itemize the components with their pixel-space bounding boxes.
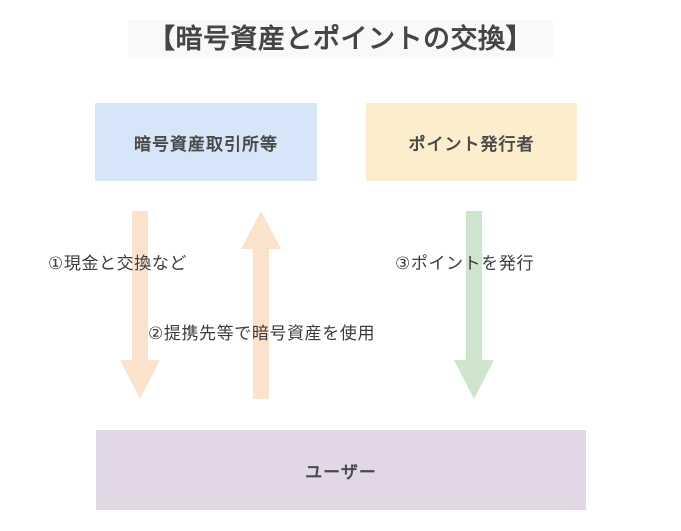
- arrow-up-use-crypto: [238, 211, 284, 399]
- node-crypto-exchange: 暗号資産取引所等: [95, 103, 317, 181]
- node-user: ユーザー: [96, 430, 586, 510]
- node-point-issuer: ポイント発行者: [366, 103, 577, 181]
- node-crypto-exchange-label: 暗号資産取引所等: [134, 134, 278, 154]
- node-point-issuer-label: ポイント発行者: [408, 134, 535, 154]
- arrow-down-issue-points: [452, 211, 496, 399]
- arrow-down-cash-exchange: [118, 211, 162, 399]
- flow-label-issue-points: ③ポイントを発行: [395, 254, 535, 273]
- flow-label-use-crypto: ②提携先等で暗号資産を使用: [148, 324, 376, 343]
- flow-label-cash-exchange: ①現金と交換など: [48, 254, 188, 273]
- page-title: 【暗号資産とポイントの交換】: [148, 24, 533, 54]
- node-user-label: ユーザー: [305, 462, 377, 482]
- title-background-strip: [128, 20, 553, 58]
